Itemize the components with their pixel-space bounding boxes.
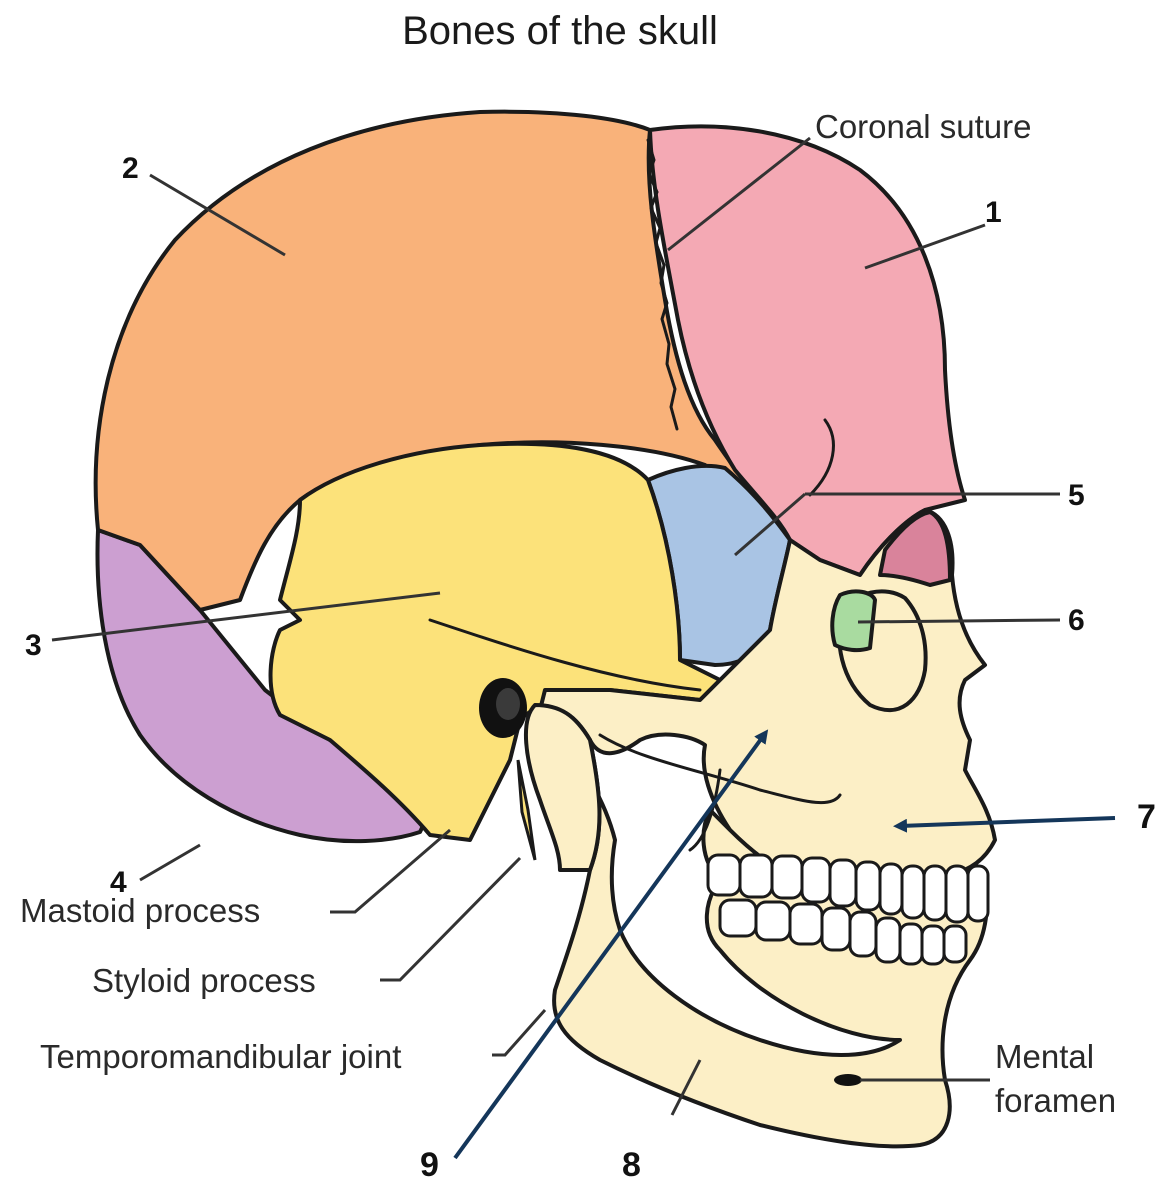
tooth [802, 858, 830, 902]
tooth [856, 862, 880, 910]
tooth [740, 855, 772, 897]
meatus-rim [496, 688, 520, 720]
label-styloid-process: Styloid process [92, 962, 316, 999]
bottom-mask [510, 1118, 705, 1182]
tooth [790, 904, 822, 944]
tooth [850, 912, 876, 956]
label-mastoid-process: Mastoid process [20, 892, 260, 929]
tooth [946, 866, 968, 922]
number-9: 9 [420, 1146, 439, 1182]
tooth [968, 866, 988, 921]
leader-4 [140, 845, 200, 880]
label-coronal-suture: Coronal suture [815, 108, 1031, 145]
tooth [944, 926, 966, 962]
tooth [924, 866, 946, 920]
number-6: 6 [1068, 604, 1085, 637]
tooth [876, 918, 900, 962]
leader-styloid-process [380, 858, 520, 980]
diagram-title: Bones of the skull [402, 9, 718, 53]
number-4: 4 [110, 866, 127, 899]
number-3: 3 [25, 629, 42, 662]
tooth [900, 924, 922, 964]
number-1: 1 [985, 196, 1002, 229]
mental-foramen-hole [834, 1074, 862, 1086]
label-temporomandibular-joint: Temporomandibular joint [40, 1038, 401, 1075]
leader-6 [858, 620, 1060, 622]
tooth [902, 866, 924, 918]
label-mental: Mental [995, 1038, 1094, 1075]
number-8: 8 [622, 1146, 641, 1182]
tooth [708, 855, 740, 895]
number-7: 7 [1137, 798, 1156, 836]
tooth [822, 908, 850, 950]
tooth [922, 926, 944, 964]
tooth [756, 902, 790, 940]
label-foramen: foramen [995, 1082, 1116, 1119]
number-2: 2 [122, 152, 139, 185]
tooth [720, 900, 756, 936]
tooth [880, 864, 902, 914]
tooth [830, 860, 856, 906]
number-5: 5 [1068, 479, 1085, 512]
tooth [772, 856, 802, 898]
